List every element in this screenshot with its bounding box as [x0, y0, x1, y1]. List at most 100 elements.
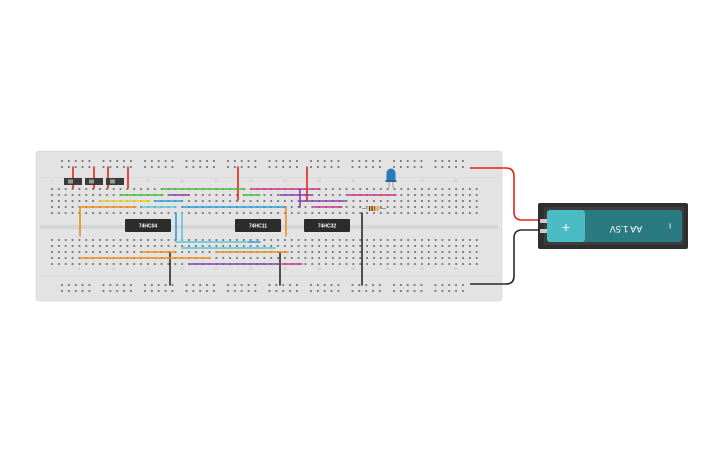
breadboard-hole [105, 251, 108, 253]
breadboard-hole [268, 166, 271, 168]
breadboard-hole [123, 166, 125, 168]
breadboard-hole [441, 200, 444, 202]
breadboard-hole [71, 239, 74, 241]
breadboard-hole [116, 290, 119, 292]
breadboard-hole [366, 206, 368, 208]
breadboard-hole [434, 257, 437, 259]
breadboard-hole [352, 263, 355, 265]
breadboard-hole [421, 263, 423, 265]
breadboard-hole [78, 200, 81, 202]
breadboard-hole [215, 245, 218, 247]
breadboard-hole [393, 251, 396, 253]
breadboard-hole [133, 263, 136, 265]
breadboard-hole [351, 290, 354, 292]
breadboard-hole [222, 212, 225, 214]
breadboard-hole [373, 200, 375, 202]
breadboard-hole [174, 263, 177, 265]
breadboard-hole [462, 245, 464, 247]
breadboard-hole [150, 284, 153, 286]
breadboard-hole [194, 239, 197, 241]
breadboard-hole [331, 263, 334, 265]
led[interactable] [385, 168, 397, 188]
breadboard-hole [116, 166, 119, 168]
breadboard-hole [434, 166, 437, 168]
breadboard-hole [352, 200, 355, 202]
breadboard-hole [201, 212, 204, 214]
breadboard-hole [386, 245, 389, 247]
breadboard-hole [338, 239, 341, 241]
breadboard-hole [284, 212, 286, 214]
breadboard-hole [462, 290, 464, 292]
battery-holder[interactable]: + AA 1.5V − [538, 203, 688, 249]
breadboard-hole [406, 160, 409, 162]
breadboard-hole [109, 160, 112, 162]
breadboard-hole [78, 188, 81, 190]
breadboard-hole [85, 188, 88, 190]
slide-switch-1[interactable] [64, 178, 82, 185]
breadboard-hole [366, 239, 368, 241]
breadboard-hole [71, 194, 74, 196]
slide-switch-2[interactable] [85, 178, 103, 185]
breadboard-hole [227, 166, 229, 168]
breadboard-hole [289, 160, 291, 162]
breadboard-hole [311, 257, 314, 259]
breadboard-hole [222, 257, 225, 259]
breadboard-hole [297, 251, 300, 253]
breadboard-hole [85, 245, 88, 247]
breadboard-hole [420, 166, 423, 168]
breadboard-hole [206, 284, 208, 286]
breadboard-hole [268, 284, 271, 286]
breadboard-hole [263, 200, 266, 202]
breadboard-hole [130, 160, 132, 162]
breadboard-hole [400, 212, 403, 214]
breadboard-hole [81, 160, 84, 162]
breadboard-hole [427, 188, 430, 190]
breadboard-hole [71, 188, 74, 190]
column-number: 15 [146, 179, 150, 183]
breadboard-hole [201, 251, 204, 253]
chip-74hc11[interactable]: 74HC11 [235, 219, 281, 232]
breadboard-hole [414, 200, 416, 202]
breadboard-hole [233, 166, 236, 168]
breadboard-hole [304, 263, 307, 265]
slide-switch-3[interactable] [106, 178, 124, 185]
breadboard-hole [310, 160, 312, 162]
breadboard-hole [247, 284, 250, 286]
breadboard-hole [399, 290, 402, 292]
breadboard-hole [413, 160, 416, 162]
breadboard-hole [123, 284, 125, 286]
breadboard-hole [434, 263, 437, 265]
breadboard-hole [78, 194, 81, 196]
breadboard-hole [462, 160, 464, 162]
breadboard-hole [372, 284, 374, 286]
breadboard-hole [240, 284, 243, 286]
resistor[interactable] [362, 206, 386, 211]
breadboard-hole [421, 212, 423, 214]
breadboard-hole [311, 206, 314, 208]
breadboard-hole [407, 206, 410, 208]
breadboard-hole [105, 212, 108, 214]
breadboard-hole [297, 200, 300, 202]
breadboard-hole [64, 194, 67, 196]
breadboard-hole [51, 188, 53, 190]
breadboard-hole [157, 290, 160, 292]
battery-positive-cap [547, 210, 585, 242]
chip-74hc32[interactable]: 74HC32 [304, 219, 350, 232]
breadboard-hole [366, 263, 368, 265]
breadboard-hole [112, 263, 115, 265]
breadboard-hole [448, 263, 451, 265]
breadboard-hole [160, 239, 163, 241]
breadboard-hole [263, 257, 266, 259]
battery-lead-black [470, 229, 541, 285]
breadboard-hole [441, 290, 444, 292]
breadboard-hole [345, 245, 348, 247]
breadboard-hole [99, 239, 101, 241]
breadboard-hole [215, 212, 218, 214]
breadboard-hole [74, 166, 77, 168]
breadboard-hole [434, 284, 437, 286]
breadboard-hole [338, 263, 341, 265]
chip-74hc04[interactable]: 74HC04 [125, 219, 171, 232]
breadboard-hole [215, 257, 218, 259]
breadboard-hole [421, 188, 423, 190]
